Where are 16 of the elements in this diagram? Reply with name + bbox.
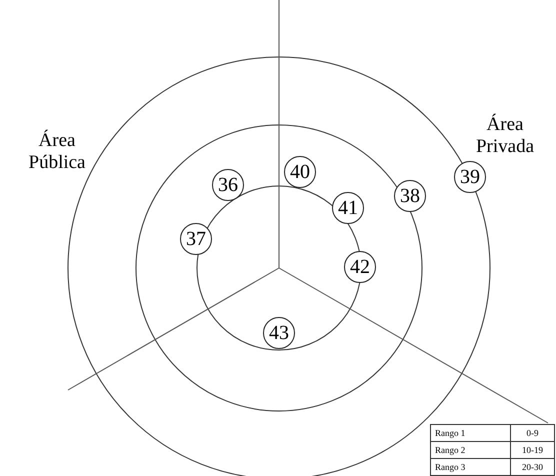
range-name: Rango 2 bbox=[431, 442, 511, 459]
range-name: Rango 1 bbox=[431, 425, 511, 442]
range-name: Rango 3 bbox=[431, 459, 511, 476]
range-value: 20-30 bbox=[511, 459, 555, 476]
numbered-circle: 39 bbox=[454, 161, 486, 193]
area-label: Área Privada bbox=[474, 114, 536, 158]
numbered-circle: 36 bbox=[212, 169, 244, 201]
area-label: Área Pública bbox=[28, 130, 86, 174]
range-value: 10-19 bbox=[511, 442, 555, 459]
range-value: 0-9 bbox=[511, 425, 555, 442]
numbered-circle: 41 bbox=[332, 192, 364, 224]
numbered-circle: 43 bbox=[263, 317, 295, 349]
numbered-circle: 40 bbox=[284, 156, 316, 188]
numbered-circle: 38 bbox=[394, 180, 426, 212]
numbered-circle: 42 bbox=[344, 251, 376, 283]
numbered-circle: 37 bbox=[180, 223, 212, 255]
